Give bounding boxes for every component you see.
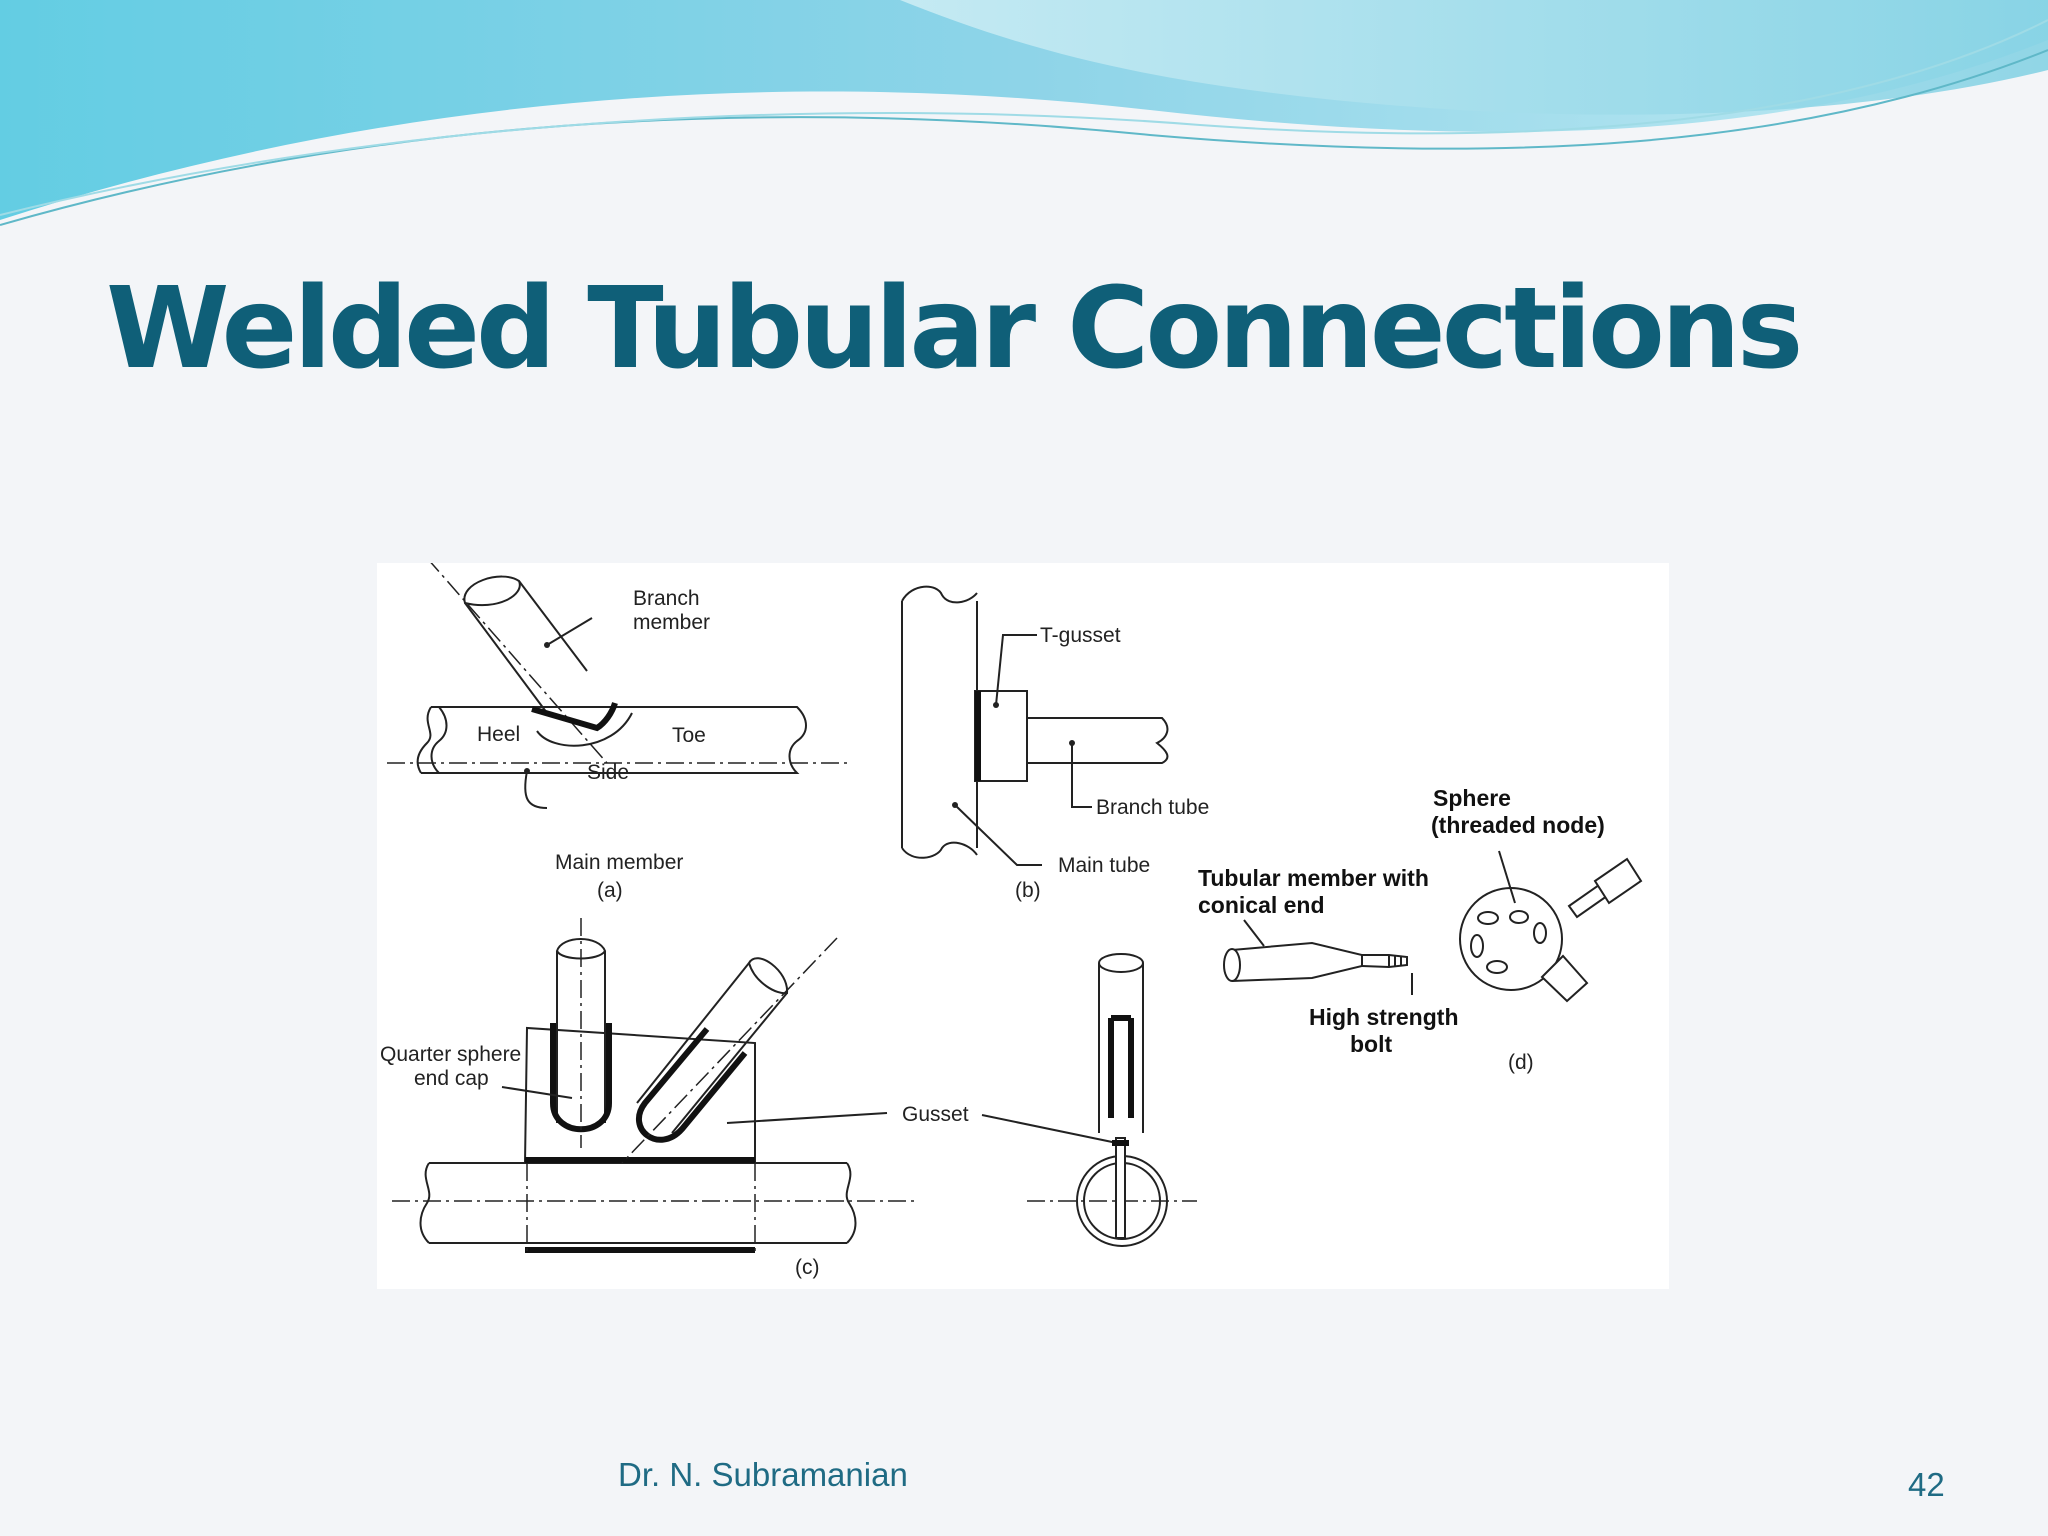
label-b: (b) <box>1015 879 1041 902</box>
label-sphere-2: (threaded node) <box>1431 812 1605 838</box>
tubular-connections-figure: Branch member Heel Toe Side Main member … <box>377 563 1669 1289</box>
label-quarter-sphere-2: end cap <box>414 1067 489 1090</box>
label-bolt-2: bolt <box>1350 1031 1392 1057</box>
label-bolt-1: High strength <box>1309 1004 1459 1030</box>
label-quarter-sphere-1: Quarter sphere <box>380 1043 521 1066</box>
label-branch-tube: Branch tube <box>1096 796 1209 819</box>
label-side: Side <box>587 761 629 784</box>
label-main-member: Main member <box>555 851 683 874</box>
label-branch-member-1: Branch <box>633 587 700 610</box>
diagram-c: Quarter sphere end cap Gusset (c) <box>380 918 1197 1279</box>
label-gusset: Gusset <box>902 1103 969 1126</box>
header-wave-banner <box>0 0 2048 226</box>
diagram-d: Sphere (threaded node) Tubular member wi… <box>1198 785 1643 1074</box>
label-tubular-member-1: Tubular member with <box>1198 865 1429 891</box>
label-d: (d) <box>1508 1051 1534 1074</box>
label-heel: Heel <box>477 723 520 746</box>
label-sphere-1: Sphere <box>1433 785 1511 811</box>
diagram-a: Branch member Heel Toe Side Main member … <box>387 563 847 902</box>
label-c: (c) <box>795 1256 820 1279</box>
diagram-b: T-gusset Branch tube Main tube (b) <box>901 585 1209 902</box>
footer-author: Dr. N. Subramanian <box>618 1456 908 1493</box>
page-number: 42 <box>1908 1466 1945 1503</box>
label-t-gusset: T-gusset <box>1040 624 1121 647</box>
slide-title: Welded Tubular Connections <box>106 264 1803 394</box>
label-toe: Toe <box>672 724 706 747</box>
label-main-tube: Main tube <box>1058 854 1150 877</box>
label-tubular-member-2: conical end <box>1198 892 1325 918</box>
label-branch-member-2: member <box>633 611 710 634</box>
label-a: (a) <box>597 879 623 902</box>
